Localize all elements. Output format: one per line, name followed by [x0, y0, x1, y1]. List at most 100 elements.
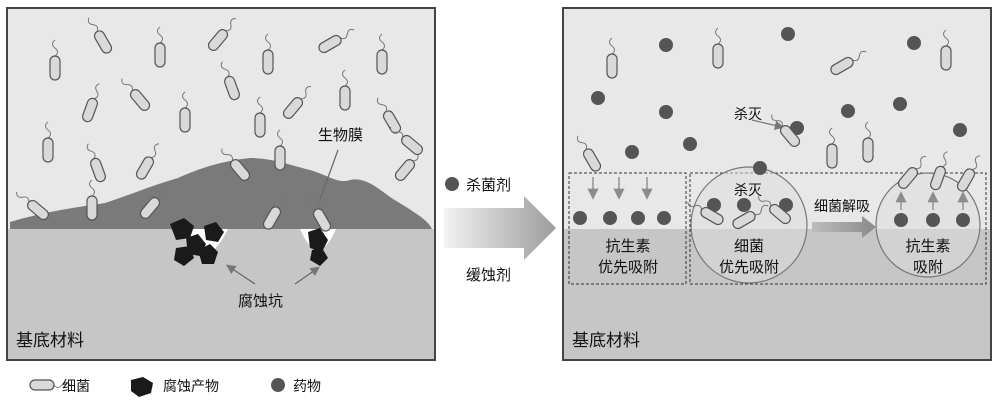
legend-bacteria-icon [29, 379, 71, 391]
drug-dot [659, 105, 673, 119]
drug-dot [631, 211, 645, 225]
kill-label-circle: 杀灭 [734, 183, 762, 199]
bacterium-icon [86, 143, 106, 183]
right-substrate-label: 基底材料 [572, 331, 640, 351]
bacterium-icon [282, 86, 312, 119]
biofilm [10, 158, 432, 229]
pit-label: 腐蚀坑 [238, 292, 283, 310]
bacterium-icon [930, 151, 948, 191]
left-panel: 生物膜 腐蚀坑 基底材料 [6, 7, 436, 361]
bacterium-icon [87, 17, 113, 54]
drug-dot [893, 97, 907, 111]
bacterium-icon [897, 156, 927, 189]
legend-corrosion-label: 腐蚀产物 [163, 378, 219, 395]
drug-dot [591, 91, 605, 105]
bacterium-icon [139, 186, 169, 219]
bacterium-icon [207, 18, 237, 51]
down-arrows [587, 177, 653, 200]
bacterium-icon [771, 114, 801, 147]
bactericide-label: 杀菌剂 [466, 176, 511, 194]
drug-dot [573, 211, 587, 225]
bacterium-icon [262, 193, 287, 230]
drug-dot [657, 211, 671, 225]
bacterium-icon [220, 61, 240, 101]
drug-dot [753, 161, 767, 175]
right-bacteria-group [576, 27, 981, 230]
up-arrows [895, 191, 969, 210]
biofilm-label: 生物膜 [318, 126, 363, 144]
drug-dot [659, 38, 673, 52]
bacterium-icon [86, 179, 98, 221]
bacterium-icon [376, 33, 388, 75]
desorb-arrow [812, 216, 876, 238]
bacteria-adsorb-circle [690, 166, 808, 284]
drug-dot [956, 213, 970, 227]
bacterium-icon [306, 195, 332, 232]
middle-section: 杀菌剂 缓蚀剂 [444, 176, 556, 284]
bacterium-icon [606, 37, 618, 79]
bacterium-icon [262, 33, 274, 75]
bacterium-icon [221, 148, 251, 181]
drug-dot [894, 213, 908, 227]
bacterium-icon [49, 39, 61, 81]
drug-dot [603, 211, 617, 225]
process-arrow [444, 196, 556, 260]
antibiotic-box [568, 172, 687, 285]
bacterium-icon [82, 83, 100, 123]
bacterium-icon [339, 69, 351, 111]
bacterium-icon [179, 91, 191, 133]
bacterium-icon [826, 127, 838, 169]
bacterium-icon [712, 27, 724, 69]
bacterium-icon [29, 379, 71, 391]
bacterium-icon [576, 135, 602, 172]
mechanism-box [689, 172, 987, 285]
bacterium-icon [940, 29, 952, 71]
drug-dot [683, 137, 697, 151]
inhibitor-label: 缓蚀剂 [466, 266, 511, 284]
bacterium-icon [42, 121, 54, 163]
drug-dot [926, 213, 940, 227]
bacterium-icon [956, 155, 981, 192]
right-panel: 细菌解吸 杀灭 杀灭 抗生素 优先吸附 细菌 优先吸附 抗生素 吸附 基底材料 [562, 7, 992, 361]
circle1-line1: 细菌 [734, 237, 764, 255]
corrosion-product-cluster [170, 218, 328, 266]
legend-drug-dot [271, 378, 285, 392]
legend-drug-label: 药物 [293, 379, 321, 395]
bacterium-icon [135, 143, 160, 180]
bacterium-icon [318, 28, 355, 54]
bacterium-icon [390, 126, 423, 156]
box1-line2: 优先吸附 [598, 258, 658, 276]
left-substrate-label: 基底材料 [16, 331, 84, 351]
drug-dot [781, 27, 795, 41]
bacterium-icon [154, 26, 166, 68]
bacterium-icon [830, 50, 867, 76]
legend-bacteria-label: 细菌 [62, 379, 90, 395]
circle1-line2: 优先吸附 [719, 258, 779, 276]
bacterium-icon [274, 129, 286, 171]
drug-dot [841, 104, 855, 118]
drug-dot [907, 36, 921, 50]
left-substrate [8, 229, 434, 359]
bacterium-icon [862, 121, 874, 163]
left-bacteria-group [16, 17, 424, 232]
bacterium-icon [254, 96, 266, 138]
box1-line1: 抗生素 [605, 237, 650, 255]
bactericide-dot [445, 177, 459, 191]
bacterium-icon [732, 204, 769, 230]
drug-dot [953, 123, 967, 137]
drug-dot [737, 198, 751, 212]
legend: 细菌 腐蚀产物 药物 [29, 377, 321, 397]
circle2-line2: 吸附 [913, 258, 943, 276]
drug-dot [707, 198, 721, 212]
desorb-label: 细菌解吸 [814, 199, 870, 215]
circle2-line1: 抗生素 [905, 237, 950, 255]
kill-label-top: 杀灭 [734, 107, 762, 123]
drug-dot [625, 145, 639, 159]
bacterium-icon [121, 78, 151, 111]
bacterium-icon [758, 195, 791, 225]
drug-dot [779, 198, 793, 212]
bacterium-icon [687, 201, 724, 226]
legend-corrosion-icon [131, 377, 153, 397]
bacterium-icon [16, 191, 49, 221]
